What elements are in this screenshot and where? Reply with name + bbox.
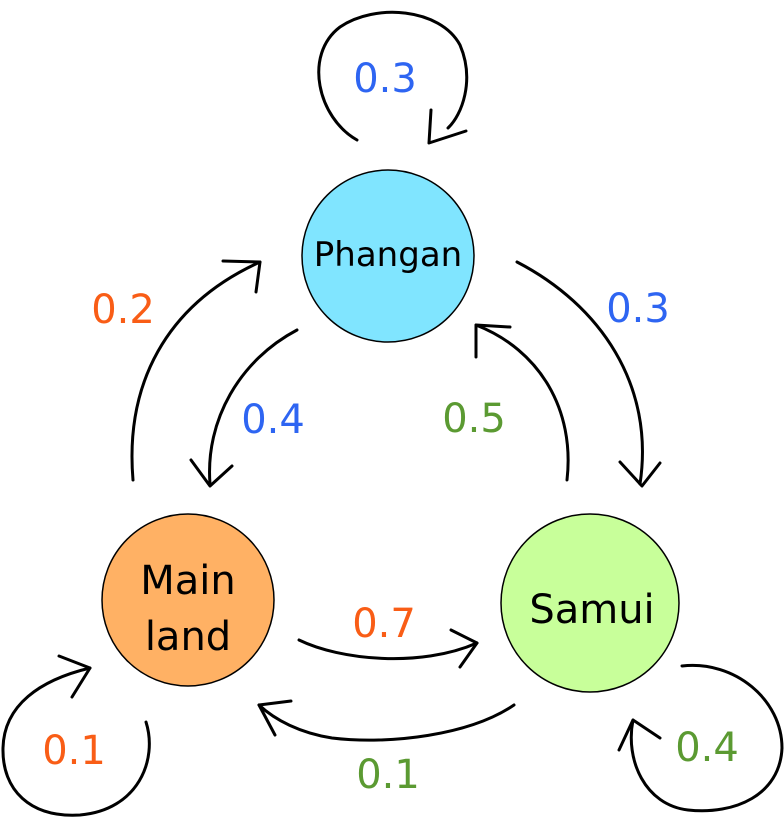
edge-phangan-to-mainland-arc: [208, 328, 299, 486]
edge-samui-to-phangan-arc: [474, 323, 570, 482]
edge-phangan-to-samui-label: 0.3: [606, 286, 670, 332]
edge-mainland-to-phangan-arc: [130, 260, 262, 482]
edge-mainland-to-samui-arc: [297, 638, 479, 661]
edge-mainland-to-phangan-label: 0.2: [91, 287, 155, 333]
node-phangan-label: Phangan: [314, 235, 462, 275]
edge-samui-to-mainland-arc: [257, 703, 516, 742]
edge-mainland-self-arrowhead: [57, 654, 92, 699]
edge-phangan-to-samui-arc: [515, 260, 644, 486]
edge-samui-to-mainland-label: 0.1: [356, 752, 420, 798]
edge-samui-to-phangan-label: 0.5: [442, 396, 506, 442]
node-samui: [500, 513, 680, 693]
edge-phangan-self-arrowhead: [427, 108, 468, 145]
node-samui-label: Samui: [529, 587, 654, 633]
edge-mainland-to-samui-arrowhead: [449, 628, 479, 669]
edge-mainland-self-arc: [1, 666, 151, 817]
edge-phangan-self-label: 0.3: [353, 56, 417, 102]
node-mainland: [101, 513, 275, 687]
edge-samui-to-phangan-arrowhead: [474, 323, 512, 359]
edge-phangan-to-mainland-label: 0.4: [241, 397, 305, 443]
edge-phangan-to-samui-arrowhead: [618, 460, 662, 488]
edge-samui-self-label: 0.4: [675, 725, 739, 771]
edge-mainland-self-label: 0.1: [42, 728, 106, 774]
edge-phangan-to-mainland-arrowhead: [189, 458, 234, 488]
node-phangan: [301, 169, 475, 343]
node-mainland-label-line2: land: [145, 614, 231, 660]
edge-mainland-to-phangan-arrowhead: [221, 259, 262, 294]
edge-samui-to-mainland-arrowhead: [257, 699, 293, 737]
node-mainland-label-line1: Main: [140, 558, 236, 604]
edge-samui-self-arrowhead: [617, 718, 662, 752]
edge-samui-self-arc: [629, 663, 784, 813]
edge-phangan-self-arc: [317, 10, 469, 142]
edge-mainland-to-samui-label: 0.7: [352, 601, 416, 647]
